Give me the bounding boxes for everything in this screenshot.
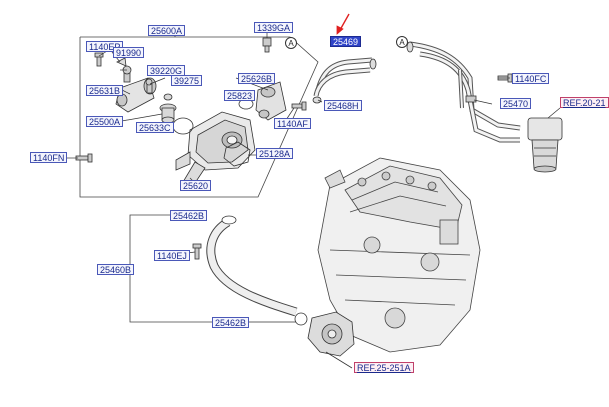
callout-25462B-bottom[interactable]: 25462B [212, 317, 250, 328]
bolt-1140EJ [192, 243, 202, 260]
water-inlet-fitting [115, 77, 157, 113]
callout-25600A[interactable]: 25600A [148, 25, 186, 36]
callout-25128A[interactable]: 25128A [256, 148, 294, 159]
callout-25469[interactable]: 25469 [330, 36, 362, 47]
engine-block [317, 157, 481, 353]
clip-91990 [116, 57, 127, 67]
callout-25470[interactable]: 25470 [500, 98, 532, 109]
callout-25620[interactable]: 25620 [180, 180, 212, 191]
view-a-marker-left: A [285, 37, 297, 49]
reference-25-251A[interactable]: REF.25-251A [354, 362, 414, 373]
group-frame-25600A [79, 36, 319, 198]
callout-25462B-top[interactable]: 25462B [170, 210, 208, 221]
bolt-1339GA [262, 37, 272, 53]
callout-1140EJ[interactable]: 1140EJ [154, 250, 190, 261]
oil-filter-housing [527, 117, 563, 173]
bolt-1140EP [94, 52, 104, 67]
thermostat-element [159, 93, 177, 124]
sensor-39220G [122, 65, 132, 83]
bolt-1140AF [291, 101, 307, 111]
leader-lines [62, 30, 561, 255]
outlet-fitting-25626B [255, 81, 287, 121]
callout-25633C[interactable]: 25633C [136, 122, 174, 133]
bolt-1140FN [75, 153, 93, 163]
view-a-marker-right: A [396, 36, 408, 48]
reference-20-21[interactable]: REF.20-21 [560, 97, 609, 108]
callout-25626B[interactable]: 25626B [238, 73, 276, 84]
o-ring-25633C [172, 117, 194, 135]
pointer-arrow [336, 13, 350, 35]
callout-1140FC[interactable]: 1140FC [512, 73, 550, 84]
callout-1140AF[interactable]: 1140AF [274, 118, 311, 129]
pipe-25469 [312, 57, 377, 104]
callout-25823[interactable]: 25823 [224, 90, 256, 101]
water-pump [307, 311, 355, 369]
callout-1339GA[interactable]: 1339GA [254, 22, 294, 33]
pipe-assembly-25470 [406, 41, 521, 143]
callout-1140EP[interactable]: 1140EP [86, 41, 124, 52]
callout-25468H[interactable]: 25468H [324, 100, 362, 111]
callout-25460B[interactable]: 25460B [97, 264, 135, 275]
hose-25460B [206, 215, 308, 326]
callout-91990[interactable]: 91990 [113, 47, 145, 58]
callout-39220G[interactable]: 39220G [147, 65, 186, 76]
group-frame-25460B [129, 214, 212, 323]
callout-1140FN[interactable]: 1140FN [30, 152, 68, 163]
callout-39275[interactable]: 39275 [171, 75, 203, 86]
thermostat-housing [175, 111, 256, 188]
sensor-39275 [145, 78, 153, 94]
callout-25631B[interactable]: 25631B [86, 85, 124, 96]
gasket-25128A [223, 141, 251, 167]
leader-ref-25-251A [325, 351, 353, 369]
callout-25500A[interactable]: 25500A [86, 116, 124, 127]
